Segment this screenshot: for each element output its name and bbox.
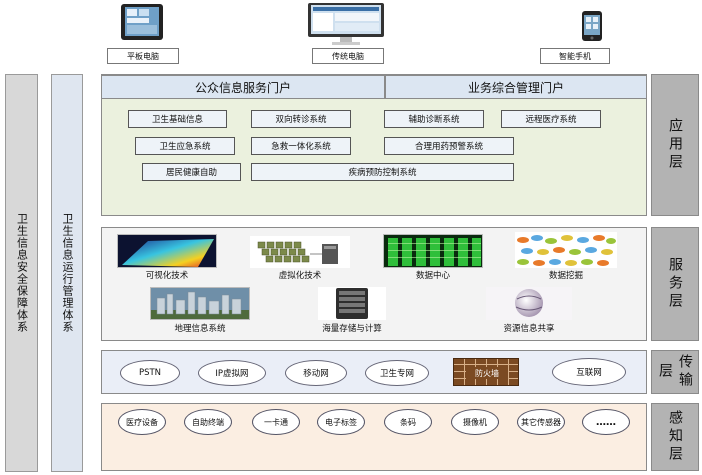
service-resource-sharing-label: 资源信息共享	[503, 324, 555, 334]
system-disease-prevention-control: 疾病预防控制系统	[251, 163, 514, 181]
sensor-all-in-one-card: 一卡通	[252, 409, 300, 435]
system-basic-health-info: 卫生基础信息	[128, 110, 227, 128]
sensor-barcode: 条码	[384, 409, 432, 435]
sensor-electronic-tag: 电子标签	[317, 409, 365, 435]
visualization-image	[117, 234, 217, 268]
sensor-other-sensors: 其它传感器	[517, 409, 565, 435]
data-center-image	[383, 234, 483, 268]
gis-image	[150, 287, 250, 320]
business-management-portal: 业务综合管理门户	[385, 75, 647, 99]
system-two-way-referral: 双向转诊系统	[251, 110, 351, 128]
storage-image	[318, 287, 386, 320]
system-integrated-first-aid: 急救一体化系统	[251, 137, 351, 155]
smartphone-icon	[582, 11, 602, 41]
service-storage-label: 海量存储与计算	[322, 324, 382, 334]
network-internet-cloud: 互联网	[552, 358, 626, 386]
resource-sharing-image	[486, 287, 572, 320]
service-virtualization-label: 虚拟化技术	[278, 271, 322, 281]
system-aided-diagnosis: 辅助诊断系统	[384, 110, 484, 128]
sensor-self-service-terminal: 自助终端	[184, 409, 232, 435]
system-telemedicine: 远程医疗系统	[501, 110, 601, 128]
public-service-portal: 公众信息服务门户	[101, 75, 385, 99]
sensor-camera: 摄像机	[451, 409, 499, 435]
security-system-sidebar: 卫生信息安全保障体系	[5, 74, 38, 472]
operations-system-sidebar: 卫生信息运行管理体系	[51, 74, 83, 472]
sensing-layer-panel	[101, 403, 647, 471]
layer-label-service: 服务层	[651, 227, 699, 341]
device-tablet	[120, 3, 164, 41]
firewall-label: 防火墙	[466, 367, 508, 379]
system-rational-drug-warning: 合理用药预警系统	[384, 137, 514, 155]
service-gis-label: 地理信息系统	[174, 324, 226, 334]
service-data-center-label: 数据中心	[415, 271, 450, 281]
service-visualization-label: 可视化技术	[145, 271, 189, 281]
network-pstn-cloud: PSTN	[120, 360, 180, 386]
system-resident-health-self-service: 居民健康自助	[142, 163, 241, 181]
device-smartphone	[581, 10, 603, 42]
network-mobile-cloud: 移动网	[285, 360, 347, 386]
layer-label-sensing: 感知层	[651, 403, 699, 471]
tablet-icon	[121, 4, 163, 40]
device-label-desktop: 传统电脑	[312, 48, 384, 64]
sensor-more-ellipsis: ……	[582, 409, 630, 435]
virtualization-image	[250, 236, 350, 268]
data-mining-image	[515, 232, 617, 268]
device-label-tablet: 平板电脑	[107, 48, 179, 64]
device-label-smartphone: 智能手机	[540, 48, 610, 64]
network-ip-vpn-cloud: IP虚拟网	[198, 360, 266, 386]
desktop-icon	[308, 3, 384, 45]
system-health-emergency: 卫生应急系统	[135, 137, 235, 155]
layer-label-transport: 传输层	[651, 350, 699, 394]
network-health-private-cloud: 卫生专网	[365, 360, 429, 386]
layer-label-application: 应用层	[651, 74, 699, 216]
device-desktop	[306, 2, 386, 46]
firewall-icon: 防火墙	[453, 358, 519, 386]
sensor-medical-equipment: 医疗设备	[118, 409, 166, 435]
service-data-mining-label: 数据挖掘	[548, 271, 583, 281]
